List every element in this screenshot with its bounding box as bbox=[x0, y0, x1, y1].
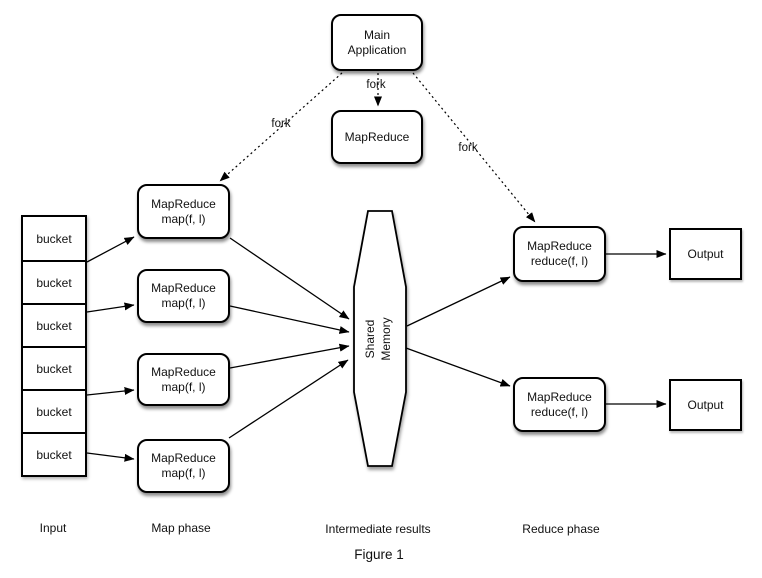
map-worker-title: MapReduce bbox=[151, 451, 216, 465]
map-worker-subtitle: map(f, l) bbox=[161, 379, 206, 394]
phase-label-input: Input bbox=[39, 521, 67, 535]
reduce-worker-node-1: MapReduce reduce(f, l) bbox=[513, 226, 606, 282]
arrow-bucket-to-map-1 bbox=[86, 236, 135, 263]
arrow-bucket-to-map-4 bbox=[86, 452, 135, 462]
map-worker-node-2: MapReduce map(f, l) bbox=[137, 269, 230, 323]
map-worker-node-4: MapReduce map(f, l) bbox=[137, 439, 230, 493]
output-label: Output bbox=[687, 398, 724, 412]
phase-label-intermediate: Intermediate results bbox=[325, 522, 431, 536]
bucket-cell: bucket bbox=[23, 346, 85, 389]
bucket-cell: bucket bbox=[23, 303, 85, 346]
map-worker-title: MapReduce bbox=[151, 196, 216, 211]
output-label: Output bbox=[687, 247, 724, 261]
phase-label-reduce: Reduce phase bbox=[522, 522, 600, 536]
reduce-worker-title: MapReduce bbox=[527, 239, 592, 253]
map-worker-subtitle: map(f, l) bbox=[161, 466, 206, 480]
phase-label-map: Map phase bbox=[151, 521, 211, 535]
shared-memory-shape bbox=[353, 210, 407, 467]
fork-label-center: fork bbox=[366, 79, 386, 91]
map-worker-title: MapReduce bbox=[151, 281, 216, 295]
fork-arrow-right bbox=[412, 72, 536, 223]
reduce-worker-title: MapReduce bbox=[527, 389, 592, 404]
fork-label-left: fork bbox=[271, 118, 291, 130]
fork-label-right: fork bbox=[458, 142, 478, 154]
arrow-map2-to-memory bbox=[229, 305, 350, 334]
arrow-map4-to-memory bbox=[228, 359, 349, 439]
map-worker-subtitle: map(f, l) bbox=[161, 296, 206, 310]
reduce-worker-node-2: MapReduce reduce(f, l) bbox=[513, 377, 606, 432]
arrow-memory-to-reduce-1 bbox=[406, 276, 511, 327]
output-node-1: Output bbox=[669, 228, 742, 280]
main-application-node: Main Application bbox=[331, 14, 423, 71]
map-worker-node-1: MapReduce map(f, l) bbox=[137, 184, 230, 239]
bucket-cell: bucket bbox=[23, 432, 85, 475]
main-application-label-line1: Main bbox=[363, 27, 390, 42]
arrow-map3-to-memory bbox=[229, 343, 350, 369]
shared-memory-label-line2: Memory bbox=[379, 317, 393, 361]
shared-memory-label: Shared Memory bbox=[362, 294, 394, 384]
bucket-cell: bucket bbox=[23, 389, 85, 432]
mapreduce-controller-label: MapReduce bbox=[344, 129, 410, 144]
main-application-label-line2: Application bbox=[347, 42, 407, 57]
arrow-bucket-to-map-2 bbox=[86, 302, 135, 313]
shared-memory-label-line1: Shared bbox=[363, 319, 377, 359]
input-bucket-stack: bucket bucket bucket bucket bucket bucke… bbox=[21, 215, 87, 477]
map-worker-title: MapReduce bbox=[151, 364, 216, 379]
arrow-bucket-to-map-3 bbox=[86, 387, 135, 396]
map-worker-subtitle: map(f, l) bbox=[161, 211, 206, 226]
bucket-cell: bucket bbox=[36, 231, 72, 246]
figure-caption: Figure 1 bbox=[354, 547, 404, 562]
reduce-worker-subtitle: reduce(f, l) bbox=[530, 404, 589, 419]
arrow-map1-to-memory bbox=[229, 237, 350, 320]
fork-arrow-left bbox=[219, 72, 343, 182]
bucket-cell: bucket bbox=[23, 260, 85, 303]
output-node-2: Output bbox=[669, 379, 742, 431]
map-worker-node-3: MapReduce map(f, l) bbox=[137, 353, 230, 406]
mapreduce-controller-node: MapReduce bbox=[331, 110, 423, 164]
reduce-worker-subtitle: reduce(f, l) bbox=[530, 254, 589, 268]
arrow-memory-to-reduce-2 bbox=[405, 347, 511, 387]
